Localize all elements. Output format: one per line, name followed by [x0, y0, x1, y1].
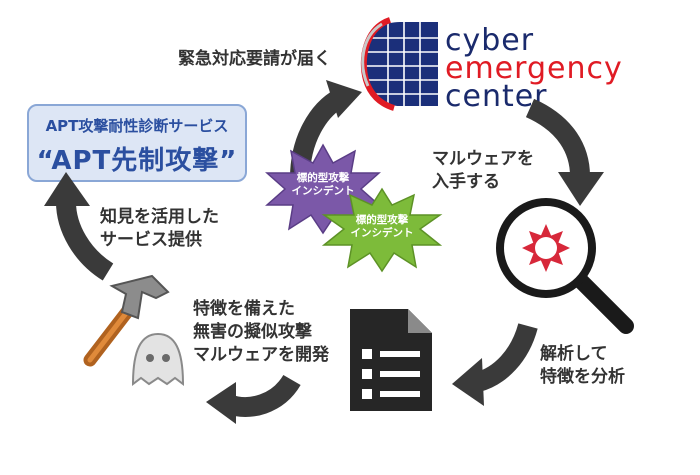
arrow-to-document	[452, 326, 528, 406]
arrow-to-magnifier	[530, 108, 604, 206]
ghost-icon	[125, 328, 191, 388]
document-list-icon	[346, 305, 436, 415]
arrow-to-hammer	[206, 380, 292, 424]
arrow-to-service	[44, 172, 108, 272]
incident-label-green: 標的型攻撃 インシデント	[342, 214, 422, 240]
magnifier-icon	[494, 196, 644, 336]
